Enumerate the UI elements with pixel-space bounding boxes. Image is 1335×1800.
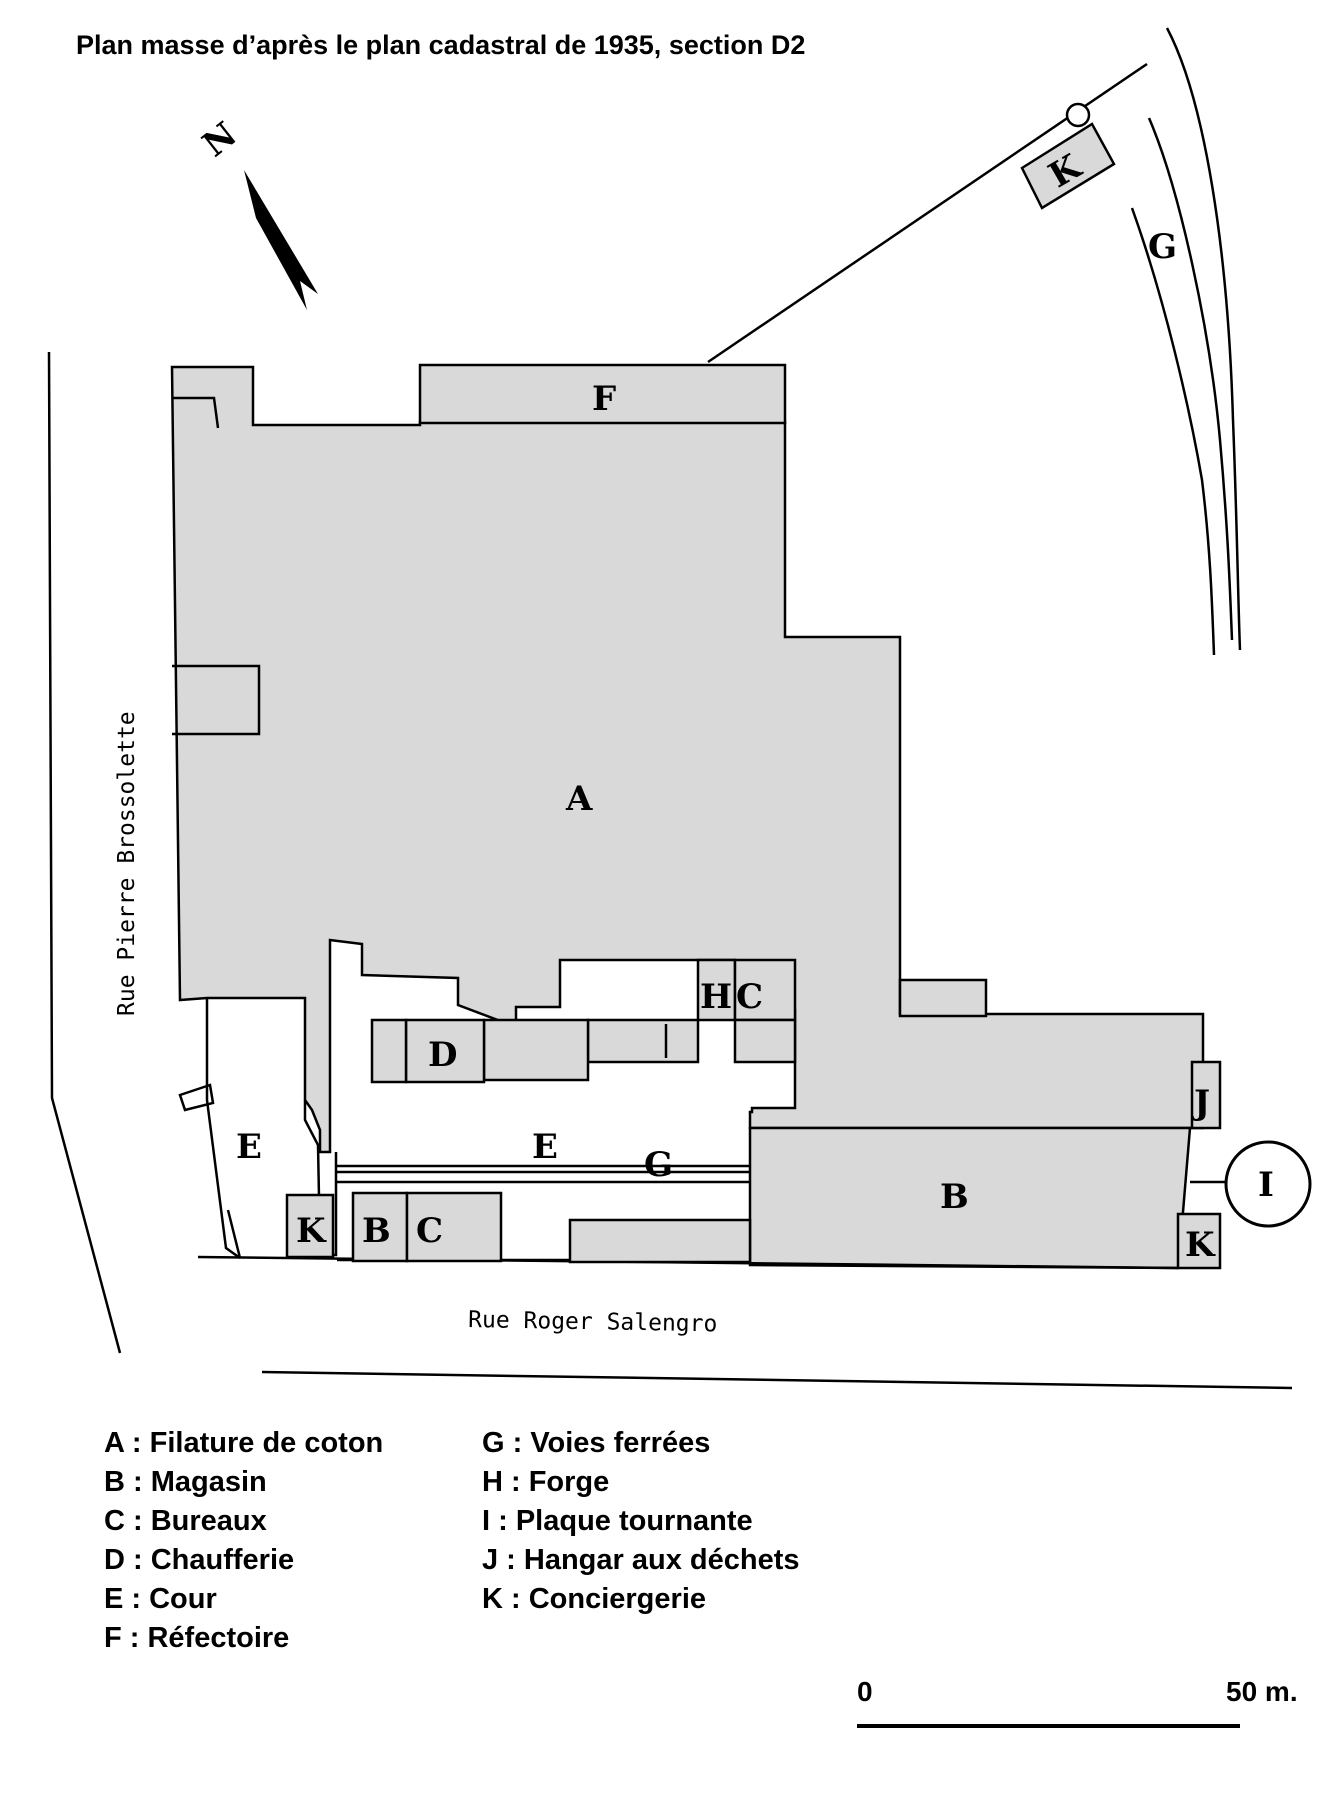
label-b-large: B (940, 1177, 969, 1217)
label-j: J (1191, 1083, 1210, 1123)
building-c-north (733, 958, 797, 1022)
block-east-inner (733, 1018, 797, 1064)
label-g-tracks: G (1148, 227, 1177, 267)
building-k-east (1176, 1212, 1222, 1270)
label-a: A (565, 779, 593, 819)
legend-item-j: J : Hangar aux déchets (482, 1544, 800, 1576)
building-b-large (748, 1126, 1192, 1270)
legend-item-f: F : Réfectoire (104, 1622, 290, 1654)
building-h (696, 958, 737, 1022)
legend-left: A : Filature de coton B : Magasin C : Bu… (104, 1424, 383, 1658)
building-c-south (405, 1191, 503, 1263)
legend-item-c: C : Bureaux (104, 1505, 267, 1537)
building-d (404, 1018, 486, 1084)
page-title: Plan masse d’après le plan cadastral de … (76, 30, 806, 60)
north-label: N (195, 115, 244, 166)
label-i: I (1258, 1165, 1274, 1205)
legend-right: G : Voies ferrées H : Forge I : Plaque t… (482, 1424, 800, 1619)
building-k-south (285, 1193, 335, 1259)
label-e-left: E (236, 1127, 262, 1167)
label-h: H (700, 977, 732, 1017)
label-c-south: C (416, 1211, 443, 1251)
legend-item-g: G : Voies ferrées (482, 1427, 711, 1459)
label-e-center: E (532, 1127, 558, 1167)
legend-item-d: D : Chaufferie (104, 1544, 295, 1576)
block-center-left (482, 1018, 590, 1082)
legend-item-k: K : Conciergerie (482, 1583, 706, 1615)
block-south-center (568, 1218, 752, 1264)
block-d-west (370, 1018, 408, 1084)
building-k-north (1020, 102, 1116, 210)
label-g-rail: G (644, 1145, 673, 1185)
label-c-north: C (736, 977, 763, 1017)
scale-bar (857, 1724, 1240, 1728)
label-d: D (428, 1035, 457, 1075)
turntable-icon (1224, 1140, 1312, 1228)
legend-item-a: A : Filature de coton (104, 1427, 384, 1459)
scale-end-label: 50 m. (1226, 1676, 1298, 1707)
block-center-inner (586, 1018, 700, 1064)
building-j (1190, 1060, 1222, 1130)
label-f: F (592, 379, 616, 419)
legend-item-h: H : Forge (482, 1466, 610, 1498)
legend-item-b: B : Magasin (104, 1466, 267, 1498)
legend-item-e: E : Cour (104, 1583, 217, 1615)
label-k-south: K (296, 1211, 327, 1251)
building-f (418, 363, 787, 425)
legend-item-i: I : Plaque tournante (482, 1505, 753, 1537)
label-b-small: B (362, 1211, 391, 1251)
north-arrow-icon: N (195, 115, 318, 310)
label-k-east: K (1185, 1225, 1216, 1265)
building-b-small (351, 1191, 409, 1263)
scale-start-label: 0 (857, 1676, 873, 1707)
block-east-step (898, 978, 988, 1018)
street-south: Rue Roger Salengro (468, 1307, 718, 1337)
street-west: Rue Pierre Brossolette (114, 711, 140, 1016)
